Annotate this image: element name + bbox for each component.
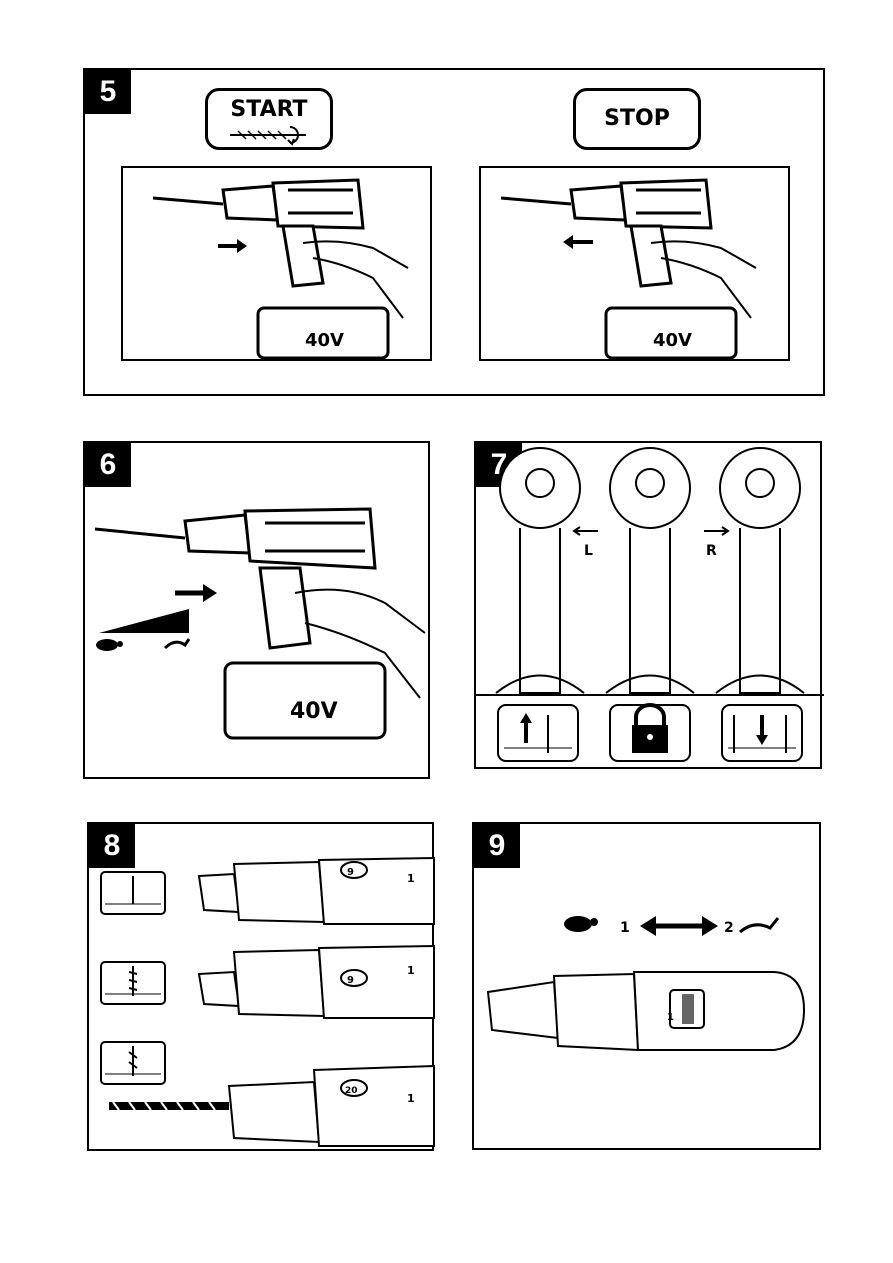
trigger-arrow-icon: [203, 584, 217, 602]
drill-bit-rotation-icon: [208, 91, 336, 153]
gear-marker: 1: [407, 1092, 415, 1105]
drill-pull-trigger-drawing: 40V: [123, 168, 434, 363]
nail-icon: [101, 872, 165, 914]
step-7-panel: 7 L R: [474, 441, 822, 769]
rabbit-icon: [165, 639, 189, 648]
double-arrow-icon: [640, 916, 718, 936]
chuck-row-1: 9 1: [199, 858, 434, 924]
step-6-panel: 6 40V: [83, 441, 430, 779]
step-5-number: 5: [85, 70, 131, 114]
stop-label-box: STOP: [573, 88, 701, 150]
torque-setting-drawing: 9 1 9 1 20 1: [89, 824, 436, 1153]
drill-top-left: [496, 448, 584, 693]
direction-left-label: L: [584, 543, 593, 559]
gear-marker: 1: [407, 872, 415, 885]
direction-selector-drawing: L R: [476, 443, 824, 771]
step-9-panel: 9 1 2 1: [472, 822, 821, 1150]
speed-ramp-icon: [99, 609, 189, 633]
rabbit-icon: [740, 918, 778, 932]
battery-label: 40V: [305, 330, 344, 351]
torque-dial-value-3: 20: [345, 1086, 358, 1096]
gear-marker: 1: [407, 964, 415, 977]
speed-high-label: 2: [724, 920, 734, 936]
variable-speed-drawing: 40V: [85, 443, 432, 781]
turtle-icon: [96, 639, 123, 651]
unscrew-icon: [498, 705, 578, 761]
speed-low-label: 1: [620, 920, 630, 936]
drill-release-trigger-drawing: 40V: [481, 168, 792, 363]
lock-icon: [610, 705, 690, 761]
start-drill-illustration: 40V: [121, 166, 432, 361]
torque-dial-value-1: 9: [347, 867, 354, 878]
gear-marker: 1: [667, 1012, 674, 1023]
step-8-panel: 8 9 1: [87, 822, 434, 1151]
drill-side-view: 1: [488, 972, 804, 1050]
chuck-row-2: 9 1: [199, 946, 434, 1018]
screw-icon: [101, 962, 165, 1004]
battery-label: 40V: [653, 330, 692, 351]
start-label-box: START: [205, 88, 333, 150]
gear-selector-drawing: 1 2 1: [474, 824, 823, 1152]
turtle-icon: [564, 916, 598, 932]
stop-drill-illustration: 40V: [479, 166, 790, 361]
battery-label: 40V: [290, 699, 338, 724]
direction-right-label: R: [706, 543, 717, 559]
torque-dial-value-2: 9: [347, 975, 354, 986]
screw-in-icon: [722, 705, 802, 761]
step-5-panel: 5 START STOP 40V: [83, 68, 825, 396]
drill-bit-icon: [101, 1042, 165, 1084]
drill-top-right: [716, 448, 804, 693]
drill-top-center: [606, 448, 694, 693]
stop-label: STOP: [576, 106, 698, 131]
